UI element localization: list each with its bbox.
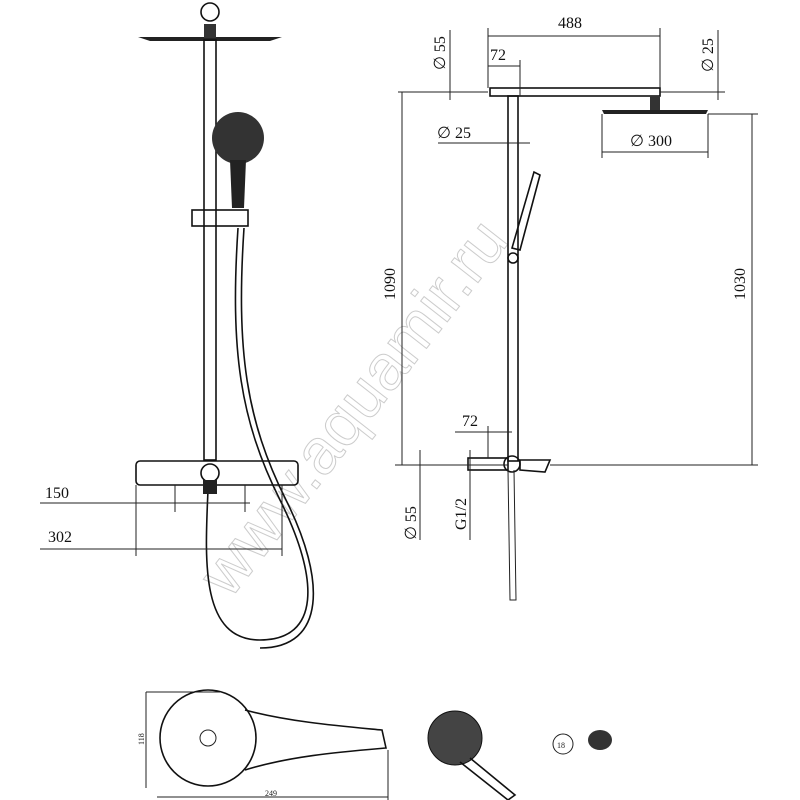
- side-hand-shower: [511, 170, 541, 251]
- dim-d25-right: ∅ 25: [700, 38, 717, 72]
- dim-72-top: 72: [490, 47, 506, 64]
- dim-488: 488: [558, 15, 582, 32]
- side-outlet: [503, 455, 521, 473]
- dim-d300: ∅ 300: [630, 133, 672, 150]
- dim-hand-height: 118: [137, 733, 146, 745]
- holder-part: [588, 730, 612, 750]
- hose-edge: [240, 227, 315, 649]
- handle-outline: [244, 709, 387, 771]
- hose-connector: [203, 480, 217, 494]
- spray-face: [159, 689, 257, 787]
- dim-d55-top: ∅ 55: [432, 36, 449, 70]
- side-mixer: [467, 457, 509, 471]
- side-head-connector: [650, 96, 660, 110]
- side-holder: [507, 252, 519, 264]
- hand-shower-detail: 118 249 18: [137, 689, 612, 800]
- part-callout: [552, 733, 574, 755]
- side-handle: [519, 459, 552, 473]
- riser-pipe: [203, 39, 217, 461]
- side-hose: [507, 469, 517, 601]
- shower-arm: [489, 87, 661, 97]
- dim-302: 302: [48, 529, 72, 546]
- dim-d25-left: ∅ 25: [437, 125, 471, 142]
- hand-shower-head: [212, 112, 264, 164]
- dim-g12: G1/2: [453, 498, 470, 530]
- part-number: 18: [557, 741, 565, 750]
- front-view: 150 302: [40, 2, 315, 649]
- dim-150: 150: [45, 485, 69, 502]
- hand-shower-perspective: [427, 710, 483, 766]
- dim-1090: 1090: [382, 268, 399, 300]
- slide-holder: [191, 209, 249, 227]
- side-rain-head: [602, 110, 708, 114]
- outlet: [200, 463, 220, 483]
- dim-d55-bottom: ∅ 55: [403, 506, 420, 540]
- dim-1030: 1030: [732, 268, 749, 300]
- dim-72-bottom: 72: [462, 413, 478, 430]
- dim-hand-length: 249: [265, 789, 277, 798]
- hand-shower-handle: [230, 160, 246, 208]
- side-riser: [507, 95, 519, 462]
- ceiling-ring: [200, 2, 220, 22]
- rain-shower-head: [138, 37, 282, 41]
- hose: [205, 227, 309, 641]
- perspective-handle: [459, 757, 517, 800]
- head-connector: [204, 24, 216, 38]
- side-view: 488 72 ∅ 55 ∅ 25 ∅ 25 ∅ 300 1090 1030 72…: [382, 15, 758, 601]
